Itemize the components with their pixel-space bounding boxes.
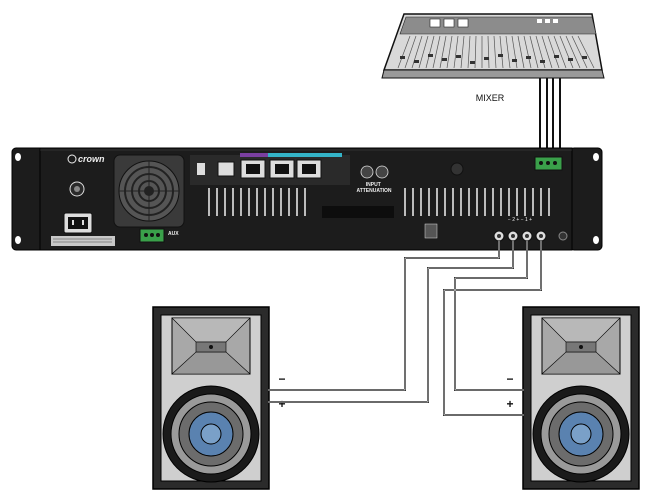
- usb-b-port[interactable]: [217, 161, 235, 177]
- speaker-right: [522, 306, 640, 490]
- output-polarity-label: − 2 + − 1 +: [508, 217, 532, 223]
- cable-left-minus: [268, 241, 500, 391]
- brand-logo: crown: [78, 154, 105, 164]
- vent-slots-left: [208, 188, 306, 216]
- vent-slots-right: [404, 188, 550, 216]
- input-attenuation-label: INPUT ATTENUATION: [356, 182, 391, 194]
- speaker-left-plus-label: +: [278, 397, 285, 411]
- cable-right-minus: [454, 241, 528, 391]
- cooling-fan: [113, 154, 185, 228]
- usb-port[interactable]: [197, 163, 205, 175]
- mixer-console: [381, 13, 605, 160]
- attenuation-knob-2[interactable]: [375, 165, 389, 179]
- speaker-left-minus-label: −: [278, 372, 285, 386]
- speaker-cables: [268, 241, 542, 416]
- attenuation-knob-1[interactable]: [360, 165, 374, 179]
- output-binding-posts: [493, 230, 547, 242]
- cable-left-plus: [268, 241, 514, 403]
- aux-label: AUX: [168, 231, 179, 237]
- speaker-right-plus-label: +: [506, 397, 513, 411]
- speaker-right-minus-label: −: [506, 372, 513, 386]
- spec-label: [51, 236, 115, 246]
- amplifier: crown AUX: [11, 147, 603, 251]
- network-panel: [190, 153, 350, 185]
- speaker-left: [152, 306, 270, 490]
- mixer-label: MIXER: [476, 93, 505, 103]
